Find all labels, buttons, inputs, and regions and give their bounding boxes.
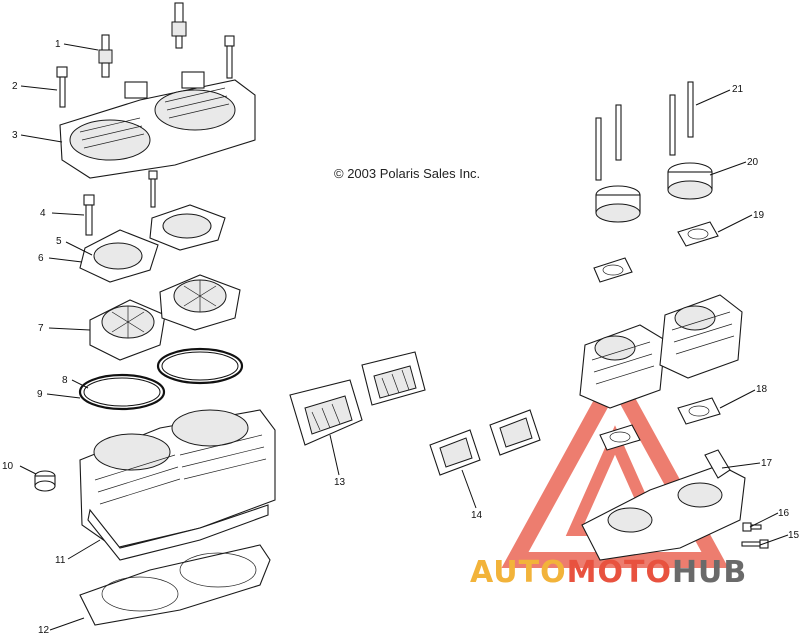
base-gasket [79,544,271,626]
o-ring [156,347,244,385]
manifold-bolt [742,522,762,532]
carb-gasket [593,257,633,283]
callout-15: 15 [788,530,800,541]
callout-1: 1 [55,39,61,50]
callout-5: 5 [56,236,62,247]
callout-19: 19 [753,210,765,221]
callout-10: 10 [2,461,14,472]
spark-plug [98,34,113,78]
callout-12: 12 [38,625,50,636]
cylinder-head [59,71,256,179]
callout-18: 18 [756,384,768,395]
carb-cap [595,185,641,223]
watermark-text: AUTOMOTOHUB [470,555,747,590]
callout-4: 4 [40,208,46,219]
callout-13: 13 [334,477,346,488]
callout-21: 21 [732,84,744,95]
callout-9: 9 [37,389,43,400]
watermark-moto: MOTO [566,555,672,590]
watermark-hub: HUB [671,555,748,590]
callout-11: 11 [55,555,66,566]
combustion-dome [159,274,241,331]
plug-cap [34,470,56,492]
carb-stud [615,104,622,161]
callout-17: 17 [761,458,773,469]
carb-stud [687,81,694,138]
callout-7: 7 [38,323,44,334]
head-bolt [224,35,235,79]
reed-gasket [489,409,541,456]
intake-gasket [677,397,721,425]
reed-valve [289,379,363,446]
callout-16: 16 [778,508,790,519]
combustion-dome-plate [79,229,159,283]
callout-20: 20 [747,157,759,168]
o-ring [78,373,166,411]
carb-cap [667,162,713,200]
carburetor [579,324,666,409]
cylinder-block [79,409,276,561]
stud-bolt [148,170,158,208]
intake-manifold [581,449,746,561]
combustion-dome [89,299,166,361]
callout-leaders [19,43,789,631]
spark-plug [171,2,187,49]
watermark-auto: AUTO [470,555,567,590]
callout-3: 3 [12,130,18,141]
callout-14: 14 [471,510,483,521]
callout-6: 6 [38,253,44,264]
callout-8: 8 [62,375,68,386]
o-ring [161,351,239,381]
dome-bolt [83,194,95,236]
combustion-dome-plate [149,204,226,251]
reed-valve [361,351,426,406]
callout-2: 2 [12,81,18,92]
intake-gasket [599,424,641,451]
head-bolt [56,66,68,108]
copyright-notice: © 2003 Polaris Sales Inc. [334,166,481,181]
carb-stud [669,94,676,156]
o-ring [83,377,161,407]
carburetor [659,294,743,379]
reed-gasket [429,429,481,476]
carb-gasket [677,221,719,247]
carb-stud [595,117,602,181]
